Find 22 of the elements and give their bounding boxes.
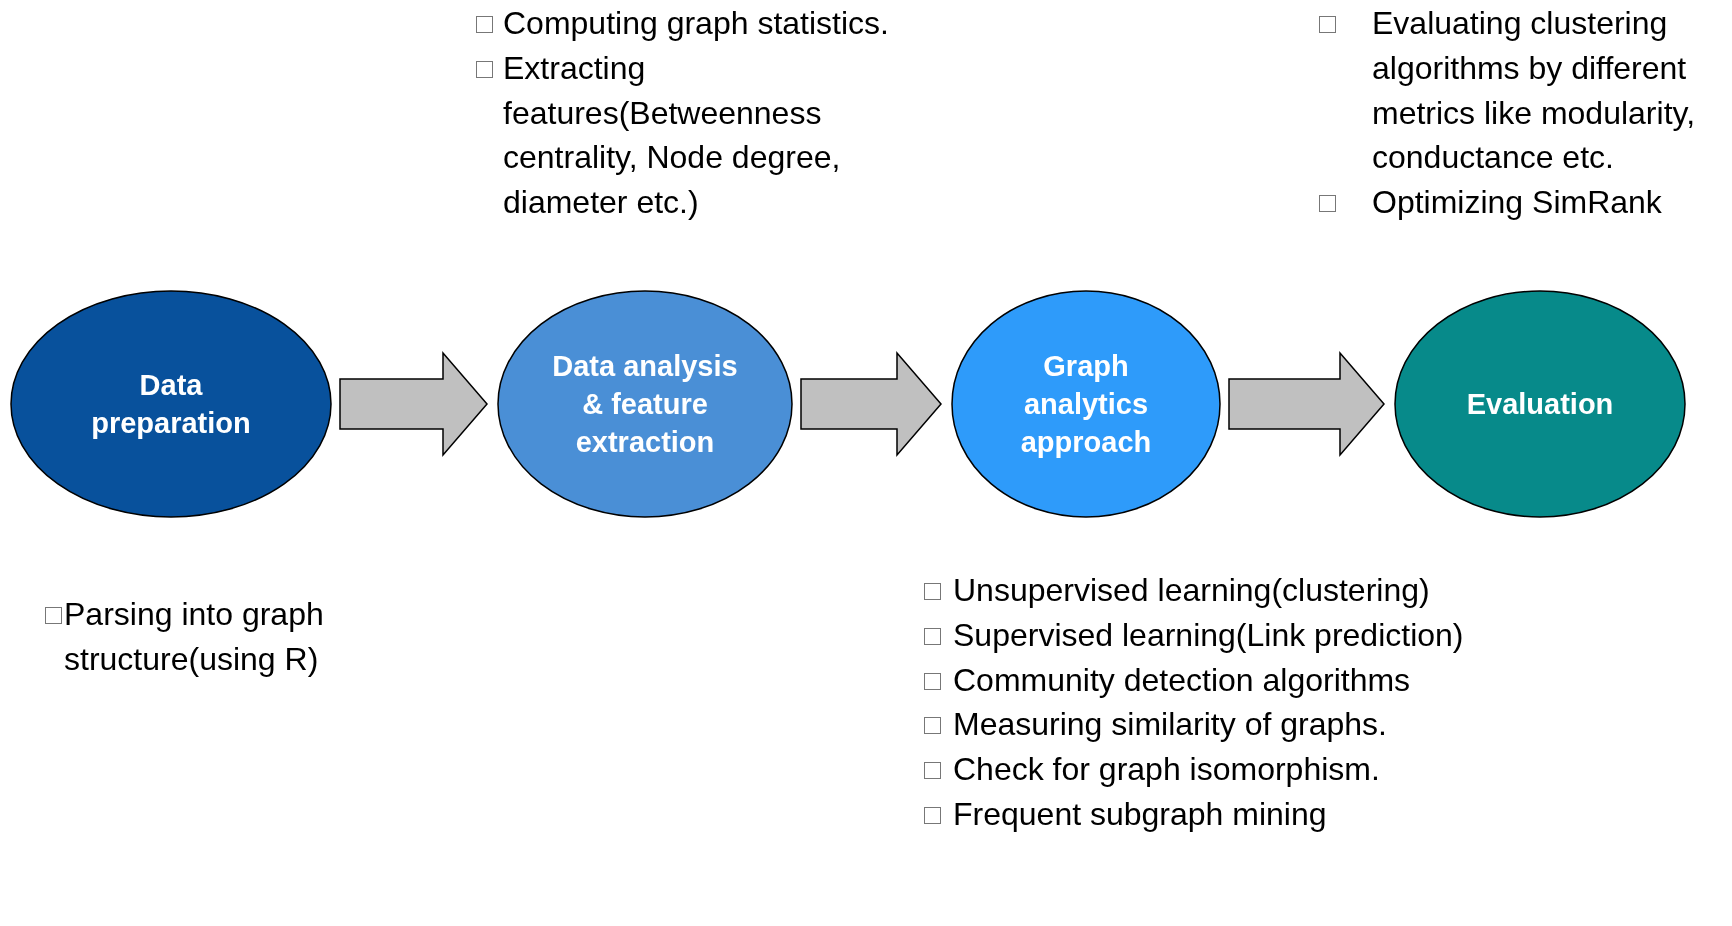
node-label: Data preparation [90, 368, 252, 441]
bullet-text: Unsupervised learning(clustering) [953, 572, 1430, 608]
bullet-text: Computing graph statistics. [503, 5, 889, 41]
block-arrow [800, 351, 942, 457]
bullet-text: Check for graph isomorphism. [953, 751, 1380, 788]
bullet-text: Community detection algorithms [953, 661, 1411, 698]
bullet-text: Measuring similarity of graphs. [953, 706, 1387, 743]
node-label: Data analysis & feature extraction [551, 349, 739, 460]
node-label: Evaluation [1465, 387, 1615, 422]
bullet-text: Supervised learning(Link prediction) [953, 616, 1464, 653]
process-ellipse [1394, 290, 1686, 518]
process-ellipse [10, 290, 332, 518]
bullet-text: Frequent subgraph mining [953, 796, 1327, 832]
node-label: Graph analytics approach [1019, 349, 1153, 460]
process-ellipse [497, 290, 793, 518]
bullet-text: Optimizing SimRank [1372, 184, 1662, 221]
bullet-text: Extracting features(Betweenness centrality, Node degree, diameter etc.) [503, 49, 841, 221]
bullet-text: Evaluating clustering algorithms by different metrics like modularity, conductance etc. [1372, 5, 1696, 176]
block-arrow [1228, 351, 1385, 457]
block-arrow [339, 351, 488, 457]
bullet-text: Parsing into graph structure(using R) [64, 596, 324, 677]
process-ellipse [951, 290, 1221, 518]
